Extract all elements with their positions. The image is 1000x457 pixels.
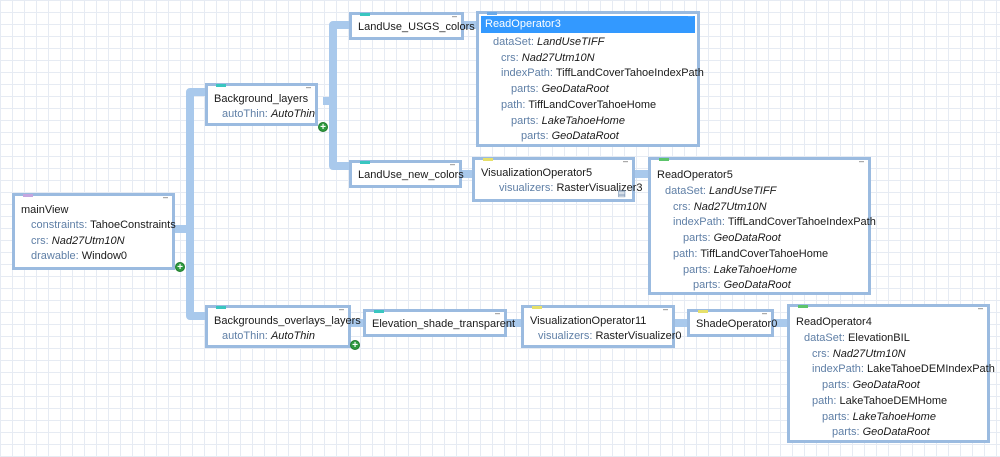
node-ReadOperator4[interactable]: – ReadOperator4 dataSet: ElevationBIL cr… (787, 303, 995, 443)
type-indicator (698, 310, 708, 313)
node-VisualizationOperator11[interactable]: – VisualizationOperator11 visualizers: R… (521, 304, 682, 348)
prop-constraints[interactable]: constraints: TahoeConstraints (31, 219, 176, 231)
node-Backgrounds_overlays_layers[interactable]: – Backgrounds_overlays_layers autoThin: … (205, 304, 361, 348)
prop-parts[interactable]: parts: GeoDataRoot (832, 426, 930, 439)
node-LandUse_new_colors[interactable]: – LandUse_new_colors (349, 159, 464, 188)
minimize-icon[interactable]: – (494, 308, 500, 318)
node-VisualizationOperator5[interactable]: – VisualizationOperator5 visualizers: Ra… (472, 156, 643, 202)
prop-crs[interactable]: crs: Nad27Utm10N (501, 51, 595, 64)
prop-visualizers[interactable]: visualizers: RasterVisualizer3 (499, 182, 643, 194)
prop-parts[interactable]: parts: GeoDataRoot (511, 83, 609, 96)
prop-crs[interactable]: crs: Nad27Utm10N (673, 200, 767, 213)
prop-autoThin[interactable]: autoThin: AutoThin (222, 330, 315, 342)
node-LandUse_USGS_colors[interactable]: – LandUse_USGS_colors (349, 11, 475, 40)
comment-icon[interactable]: ▤ (617, 188, 626, 198)
minimize-icon[interactable]: – (162, 192, 168, 202)
node-title: ReadOperator4 (796, 316, 872, 328)
minimize-icon[interactable]: – (451, 11, 457, 21)
prop-path[interactable]: path: TiffLandCoverTahoeHome (673, 247, 829, 260)
prop-dataSet[interactable]: dataSet: LandUseTIFF (493, 36, 605, 48)
minimize-icon[interactable]: – (687, 10, 693, 20)
link-bg-to-usgs (323, 21, 349, 105)
node-title: Backgrounds_overlays_layers (214, 315, 361, 327)
prop-path[interactable]: path: TiffLandCoverTahoeHome (501, 98, 657, 111)
prop-crs[interactable]: crs: Nad27Utm10N (31, 234, 125, 247)
minimize-icon[interactable]: – (858, 156, 864, 166)
prop-parts[interactable]: parts: GeoDataRoot (683, 232, 781, 245)
minimize-icon[interactable]: – (338, 304, 344, 314)
plus-icon[interactable]: + (350, 340, 360, 351)
type-indicator (483, 158, 493, 161)
type-indicator (216, 306, 226, 309)
minimize-icon[interactable]: – (977, 303, 983, 313)
node-title: ShadeOperator0 (696, 318, 778, 330)
node-title: ReadOperator5 (657, 169, 733, 181)
node-Elevation_shade_transparent[interactable]: – Elevation_shade_transparent (363, 308, 516, 337)
type-indicator (532, 306, 542, 309)
link-bg-to-newcolors (323, 97, 349, 170)
type-indicator (374, 310, 384, 313)
prop-indexPath[interactable]: indexPath: LakeTahoeDEMIndexPath (812, 363, 995, 376)
node-Background_layers[interactable]: – Background_layers autoThin: AutoThin (205, 83, 318, 126)
prop-parts[interactable]: parts: LakeTahoeHome (683, 263, 797, 276)
prop-parts[interactable]: parts: GeoDataRoot (693, 279, 791, 292)
prop-visualizers[interactable]: visualizers: RasterVisualizer0 (538, 330, 682, 342)
node-title: mainView (21, 204, 69, 216)
prop-indexPath[interactable]: indexPath: TiffLandCoverTahoeIndexPath (501, 67, 704, 80)
plus-icon[interactable]: + (175, 262, 185, 273)
type-indicator (216, 84, 226, 87)
minimize-icon[interactable]: – (622, 156, 628, 166)
type-indicator (360, 13, 370, 16)
plus-icon[interactable]: + (318, 122, 328, 133)
prop-path[interactable]: path: LakeTahoeDEMHome (812, 394, 948, 407)
prop-indexPath[interactable]: indexPath: TiffLandCoverTahoeIndexPath (673, 216, 876, 229)
prop-parts[interactable]: parts: GeoDataRoot (521, 130, 619, 143)
node-ReadOperator5[interactable]: – ReadOperator5 dataSet: LandUseTIFF crs… (648, 156, 876, 295)
prop-parts[interactable]: parts: GeoDataRoot (822, 379, 920, 392)
node-ReadOperator3[interactable]: – ReadOperator3 dataSet: LandUseTIFF crs… (476, 10, 704, 147)
minimize-icon[interactable]: – (305, 82, 311, 92)
node-title: LandUse_USGS_colors (358, 21, 475, 33)
prop-drawable[interactable]: drawable: Window0 (31, 250, 128, 263)
prop-dataSet[interactable]: dataSet: LandUseTIFF (665, 185, 777, 197)
node-mainView[interactable]: – mainView constraints: TahoeConstraints… (12, 192, 176, 270)
prop-dataSet[interactable]: dataSet: ElevationBIL (804, 332, 910, 344)
type-indicator (798, 305, 808, 308)
prop-parts[interactable]: parts: LakeTahoeHome (822, 410, 936, 423)
link-main-to-bg (174, 88, 205, 233)
node-title: VisualizationOperator5 (481, 167, 593, 179)
node-title: VisualizationOperator11 (530, 315, 647, 327)
prop-parts[interactable]: parts: LakeTahoeHome (511, 114, 625, 127)
type-indicator (487, 12, 497, 15)
node-ShadeOperator0[interactable]: – ShadeOperator0 (687, 308, 778, 337)
node-title: Elevation_shade_transparent (372, 318, 516, 330)
type-indicator (360, 161, 370, 164)
node-title: Background_layers (214, 93, 309, 105)
minimize-icon[interactable]: – (662, 304, 668, 314)
node-title: ReadOperator3 (481, 16, 695, 33)
type-indicator (23, 194, 33, 197)
minimize-icon[interactable]: – (449, 159, 455, 169)
type-indicator (659, 158, 669, 161)
node-title: LandUse_new_colors (358, 169, 464, 181)
prop-crs[interactable]: crs: Nad27Utm10N (812, 347, 906, 360)
prop-autoThin[interactable]: autoThin: AutoThin (222, 108, 315, 120)
minimize-icon[interactable]: – (761, 308, 767, 318)
link-main-to-overlays (174, 225, 205, 320)
